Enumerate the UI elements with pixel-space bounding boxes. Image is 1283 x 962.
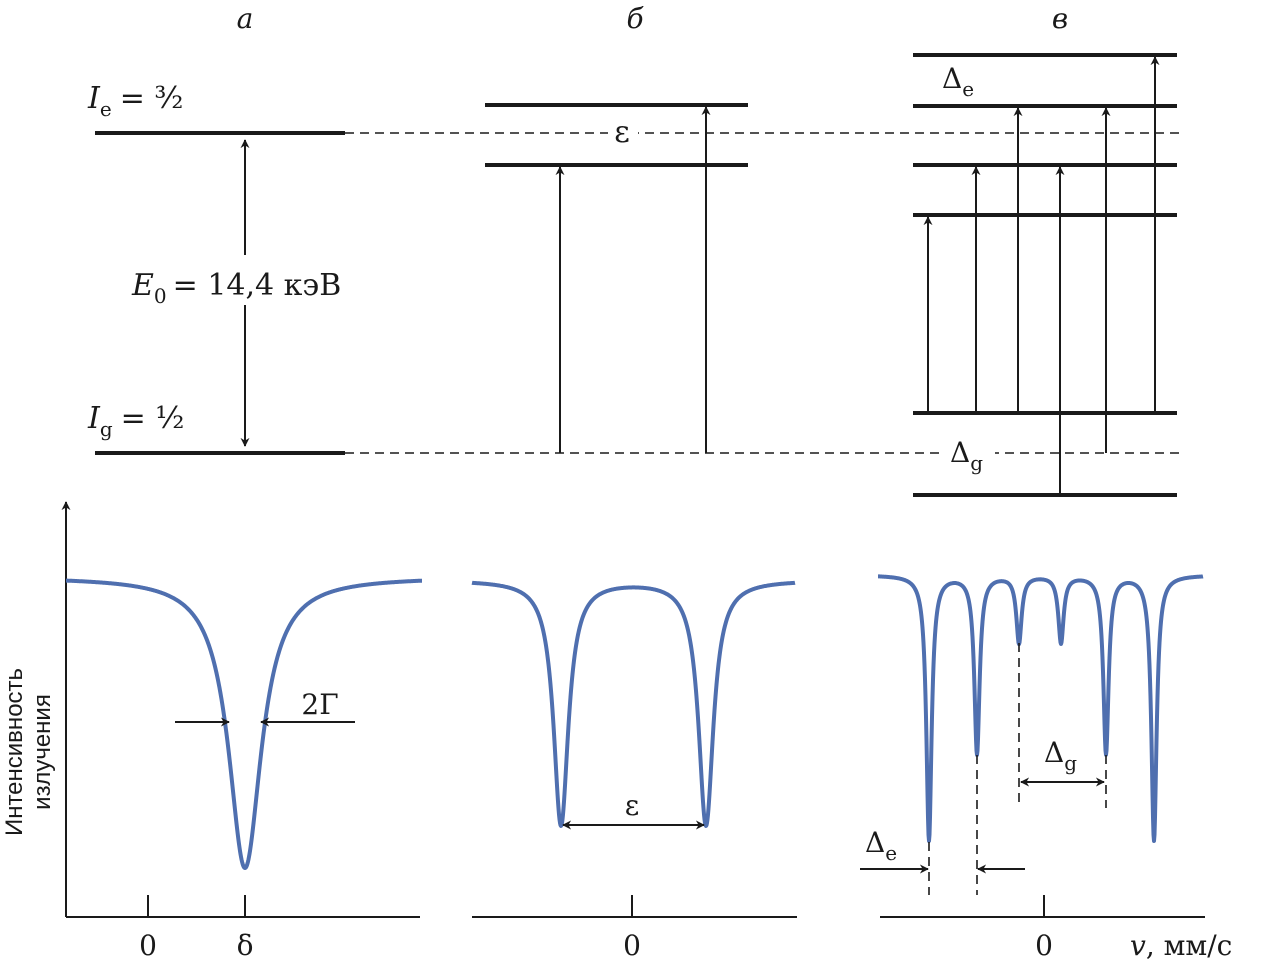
excited-spin-label: Ie= ³⁄₂ (87, 81, 183, 121)
spectrum-ground-splitting-label: Δg (1044, 736, 1077, 775)
panel-a-levels: Ie= ³⁄₂ Ig= ¹⁄₂ E0= 14,4 кэВ (87, 81, 370, 455)
spectrum-b: 0 ε (470, 580, 797, 962)
y-axis-label-line1: Интенсивность (1, 668, 28, 836)
panel-b-label: б (626, 2, 644, 35)
x-axis-label: v, мм/с (1130, 929, 1232, 962)
tick-label-isomer-shift: δ (237, 929, 254, 962)
doublet-spectrum (470, 580, 797, 828)
sextet-spectrum (876, 574, 1205, 843)
spectrum-c: 0 v, мм/с Δe Δg (860, 574, 1232, 962)
tick-label-zero: 0 (1035, 929, 1053, 962)
panel-c-label: в (1052, 2, 1068, 35)
ground-splitting-label: Δg (950, 436, 983, 475)
quadrupole-splitting-label: ε (614, 115, 630, 150)
ground-spin-label: Ig= ¹⁄₂ (87, 401, 184, 441)
y-axis-label-line2: излучения (29, 694, 56, 810)
tick-label-zero: 0 (139, 929, 157, 962)
linewidth-label: 2Γ (301, 688, 338, 721)
excited-splitting-label: Δe (942, 62, 974, 101)
tick-label-zero: 0 (623, 929, 641, 962)
spectrum-a: 0 δ 2Γ (64, 578, 424, 962)
transition-energy-label: E0= 14,4 кэВ (131, 268, 341, 308)
panel-c-levels: Δe Δg (913, 53, 1177, 497)
panel-a-label: а (237, 2, 254, 35)
splitting-label: ε (625, 789, 640, 822)
absorption-line (64, 578, 424, 870)
spectrum-excited-splitting-label: Δe (865, 826, 897, 865)
panel-b-levels: ε (485, 103, 748, 453)
